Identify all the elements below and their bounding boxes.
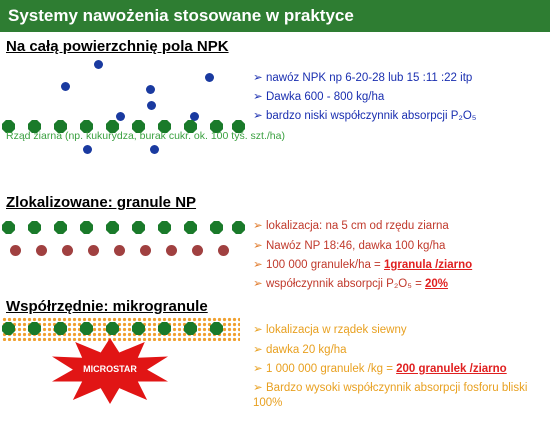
seed [28,221,41,234]
arrow-bullet-icon: ➢ [253,72,263,84]
np-granule [62,245,73,256]
seed [106,322,119,335]
microgranule-band [2,317,240,341]
seed [80,120,93,133]
np-granule [10,245,21,256]
seed [158,322,171,335]
seed [210,120,223,133]
seed [106,221,119,234]
bullet-item: ➢dawka 20 kg/ha [253,344,347,356]
arrow-bullet-icon: ➢ [253,91,263,103]
arrow-bullet-icon: ➢ [253,259,263,271]
seed [232,120,245,133]
bullet-continuation: 100% [253,397,283,409]
bullet-item: ➢lokalizacja: na 5 cm od rzędu ziarna [253,220,449,232]
seed-row-caption: Rząd ziarna (np. kukurydza, burak cukr. … [6,130,285,142]
seed [210,221,223,234]
npk-granule [147,101,156,110]
bullet-item: ➢lokalizacja w rządek siewny [253,324,407,336]
arrow-bullet-icon: ➢ [253,240,263,252]
title-bar: Systemy nawożenia stosowane w praktyce [0,0,550,32]
seed [184,221,197,234]
bullet-item: ➢Bardzo wysoki współczynnik absorpcji fo… [253,382,528,394]
bullet-item: ➢współczynnik absorpcji P₂O₅ = 20% [253,278,449,290]
seed [184,322,197,335]
seed [54,221,67,234]
np-granule [36,245,47,256]
arrow-bullet-icon: ➢ [253,363,263,375]
npk-granule [150,145,159,154]
np-granule [166,245,177,256]
np-granule [192,245,203,256]
arrow-bullet-icon: ➢ [253,382,263,394]
bullet-item: ➢100 000 granulek/ha = 1granula /ziarno [253,259,473,271]
page-title: Systemy nawożenia stosowane w praktyce [8,6,354,25]
seed [158,120,171,133]
np-granule [218,245,229,256]
section-3-heading: Współrzędnie: mikrogranule [6,298,208,315]
microstar-label: MICROSTAR [83,364,137,374]
seed [54,120,67,133]
np-granule [88,245,99,256]
seed [132,322,145,335]
section-2-heading: Zlokalizowane: granule NP [6,194,197,211]
seed [132,221,145,234]
seed [184,120,197,133]
seed [54,322,67,335]
arrow-bullet-icon: ➢ [253,344,263,356]
seed [28,120,41,133]
npk-granule [94,60,103,69]
seed [28,322,41,335]
bullet-item: ➢Nawóz NP 18:46, dawka 100 kg/ha [253,240,446,252]
bullet-item: ➢nawóz NPK np 6-20-28 lub 15 :11 :22 itp [253,72,473,84]
arrow-bullet-icon: ➢ [253,278,263,290]
seed [132,120,145,133]
seed [210,322,223,335]
seed [106,120,119,133]
seed [80,221,93,234]
seed [80,322,93,335]
bullet-item: ➢Dawka 600 - 800 kg/ha [253,91,385,103]
seed [232,221,245,234]
np-granule [114,245,125,256]
npk-granule [190,112,199,121]
npk-granule [116,112,125,121]
seed [2,322,15,335]
arrow-bullet-icon: ➢ [253,324,263,336]
npk-granule [61,82,70,91]
npk-granule [205,73,214,82]
np-granule [140,245,151,256]
seed [2,120,15,133]
seed [2,221,15,234]
npk-granule [83,145,92,154]
section-1-heading: Na całą powierzchnię pola NPK [6,38,229,55]
bullet-item: ➢bardzo niski współczynnik absorpcji P₂O… [253,110,477,122]
arrow-bullet-icon: ➢ [253,220,263,232]
seed [158,221,171,234]
npk-granule [146,85,155,94]
arrow-bullet-icon: ➢ [253,110,263,122]
bullet-item: ➢1 000 000 granulek /kg = 200 granulek /… [253,363,507,375]
